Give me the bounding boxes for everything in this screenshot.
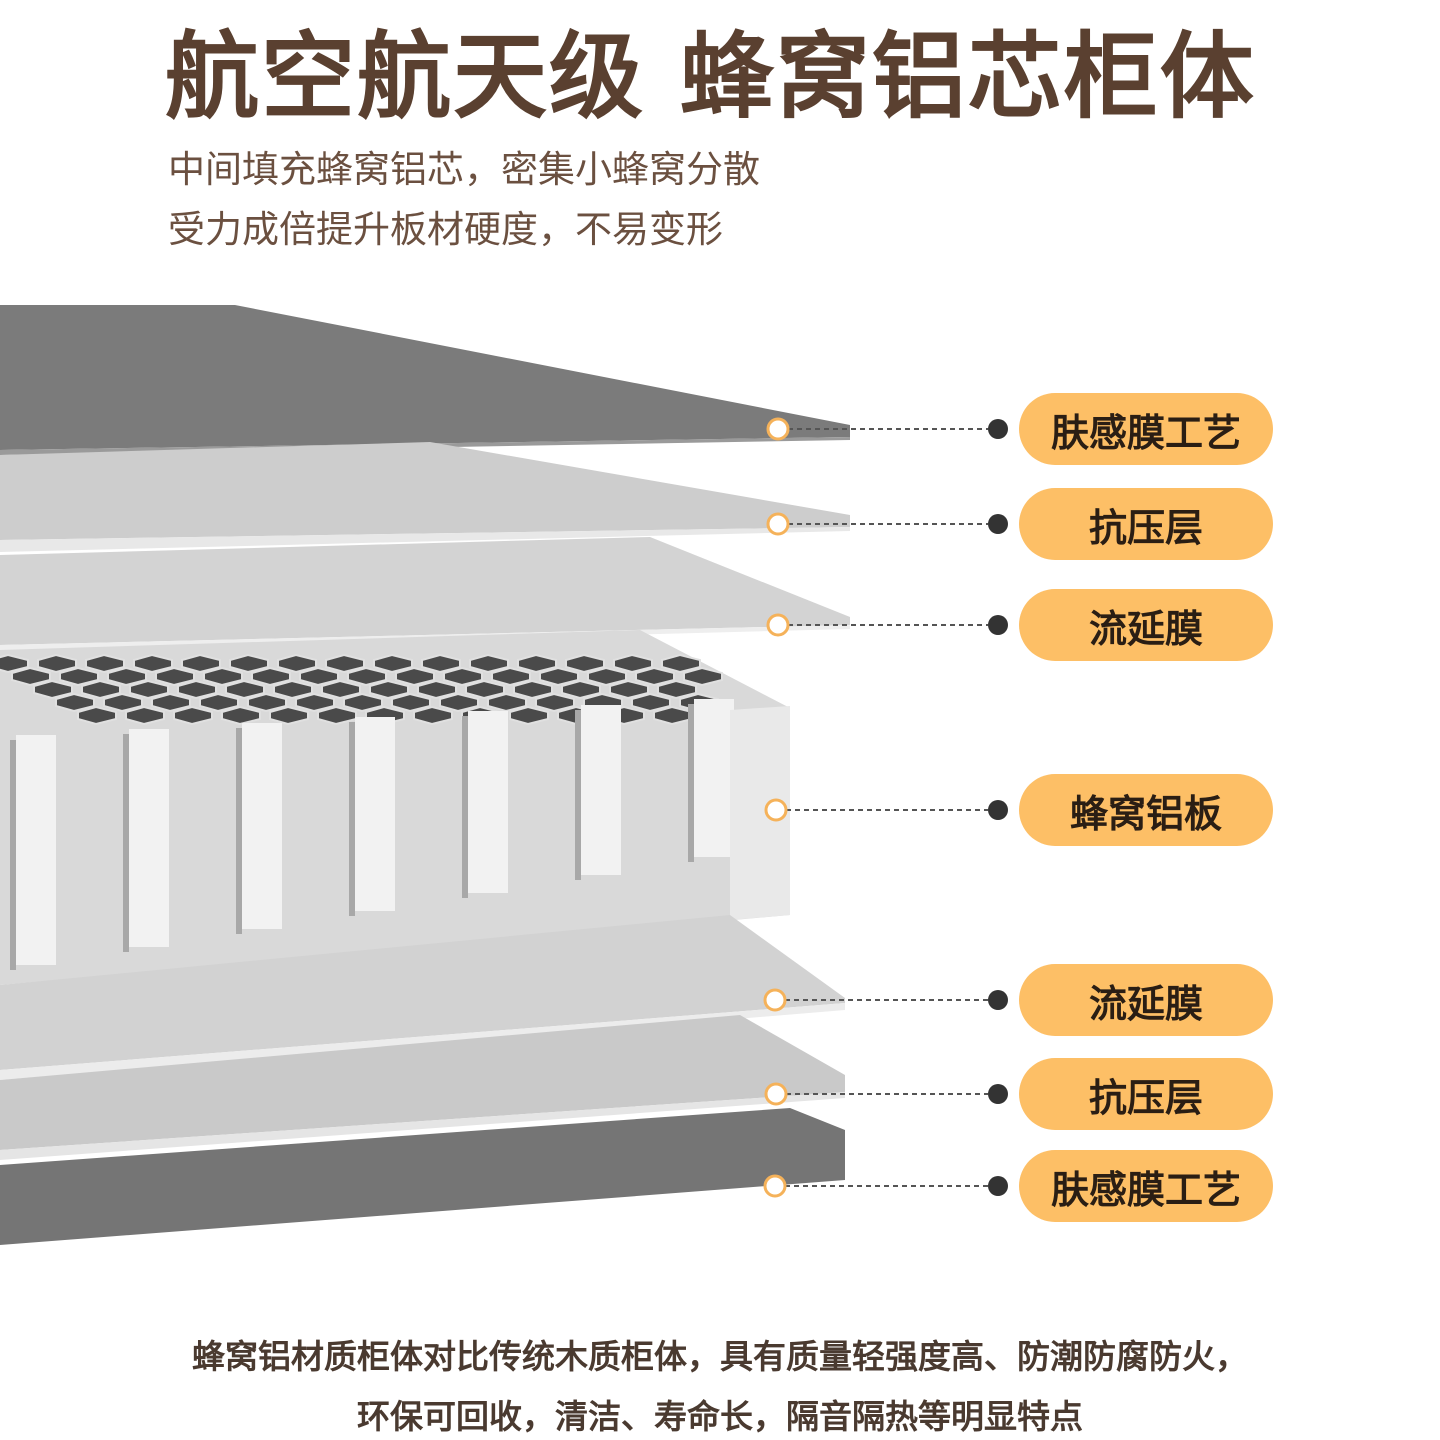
top-skin-panel bbox=[0, 305, 850, 455]
connector-dot bbox=[988, 419, 1008, 439]
subtitle-line-1: 中间填充蜂窝铝芯，密集小蜂窝分散 bbox=[168, 148, 760, 191]
connector-dot bbox=[988, 514, 1008, 534]
footer-line-2: 环保可回收，清洁、寿命长，隔音隔热等明显特点 bbox=[357, 1397, 1083, 1436]
footer-line-1: 蜂窝铝材质柜体对比传统木质柜体，具有质量轻强度高、防潮防腐防火， bbox=[192, 1337, 1248, 1376]
connector-dot bbox=[988, 1084, 1008, 1104]
layer-marker bbox=[766, 512, 790, 536]
layer-label: 流延膜 bbox=[1019, 964, 1273, 1036]
subtitle-line-2: 受力成倍提升板材硬度，不易变形 bbox=[168, 208, 723, 251]
layer-marker bbox=[764, 1082, 788, 1106]
connector-dot bbox=[988, 990, 1008, 1010]
connector-dot bbox=[988, 800, 1008, 820]
layer-marker bbox=[763, 1174, 787, 1198]
layer-marker bbox=[764, 798, 788, 822]
bottom-pressure-panel bbox=[0, 1015, 845, 1160]
layer-label: 肤感膜工艺 bbox=[1019, 393, 1273, 465]
bottom-skin-panel bbox=[0, 1108, 845, 1245]
connector-dot bbox=[988, 615, 1008, 635]
bottom-cast-film-panel bbox=[0, 915, 845, 1080]
layer-label: 肤感膜工艺 bbox=[1019, 1150, 1273, 1222]
connector-dot bbox=[988, 1176, 1008, 1196]
top-cast-film-panel bbox=[0, 537, 850, 651]
layer-label: 抗压层 bbox=[1019, 488, 1273, 560]
layer-marker bbox=[766, 417, 790, 441]
layer-label: 流延膜 bbox=[1019, 589, 1273, 661]
layer-label: 抗压层 bbox=[1019, 1058, 1273, 1130]
honeycomb-core bbox=[0, 630, 790, 985]
page-title: 航空航天级 蜂窝铝芯柜体 bbox=[165, 23, 1256, 132]
layer-marker bbox=[766, 613, 790, 637]
layer-diagram bbox=[0, 305, 1008, 1245]
top-pressure-panel bbox=[0, 442, 850, 552]
layer-label: 蜂窝铝板 bbox=[1019, 774, 1273, 846]
layer-marker bbox=[763, 988, 787, 1012]
